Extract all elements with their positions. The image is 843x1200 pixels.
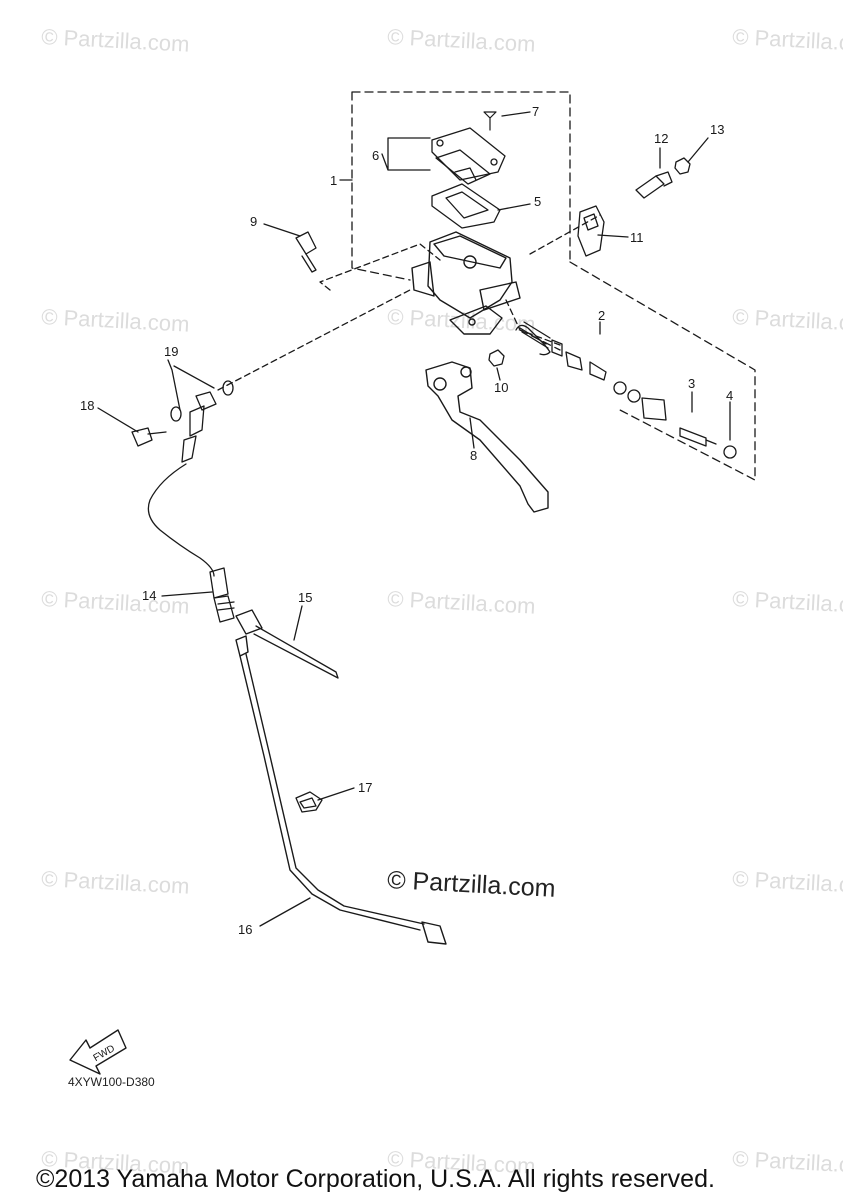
callout-12: 12 bbox=[654, 131, 668, 146]
callout-7: 7 bbox=[532, 104, 539, 119]
callout-4: 4 bbox=[726, 388, 733, 403]
copper-washers bbox=[170, 380, 234, 422]
callout-6: 6 bbox=[372, 148, 379, 163]
diagram-code: 4XYW100-D380 bbox=[68, 1075, 155, 1089]
clutch-pipe bbox=[235, 635, 447, 945]
holder-bolt bbox=[635, 171, 673, 199]
holder-nut bbox=[674, 157, 691, 175]
callout-14: 14 bbox=[142, 588, 156, 603]
fwd-arrow bbox=[69, 1029, 127, 1075]
handlebar-holder bbox=[577, 205, 605, 257]
copyright-notice: ©2013 Yamaha Motor Corporation, U.S.A. A… bbox=[36, 1165, 715, 1193]
callout-2: 2 bbox=[598, 308, 605, 323]
callout-13: 13 bbox=[710, 122, 724, 137]
master-cylinder-body bbox=[411, 231, 521, 335]
callout-18: 18 bbox=[80, 398, 94, 413]
callout-5: 5 bbox=[534, 194, 541, 209]
callout-9: 9 bbox=[250, 214, 257, 229]
callout-16: 16 bbox=[238, 922, 252, 937]
callout-15: 15 bbox=[298, 590, 312, 605]
callout-11: 11 bbox=[630, 230, 644, 245]
union-bolt bbox=[131, 427, 167, 447]
lever-nut bbox=[488, 349, 505, 367]
piston-kit-dashed-box bbox=[519, 261, 756, 481]
dust-cap bbox=[723, 445, 737, 459]
callout-10: 10 bbox=[494, 380, 508, 395]
callout-3: 3 bbox=[688, 376, 695, 391]
piston-kit bbox=[515, 321, 667, 421]
clutch-lever bbox=[425, 361, 549, 513]
reservoir-cap bbox=[431, 127, 506, 185]
cap-screw bbox=[483, 111, 497, 131]
callout-17: 17 bbox=[358, 780, 372, 795]
reservoir-gasket bbox=[431, 183, 501, 229]
hose-joint bbox=[209, 567, 235, 623]
hydraulic-hose bbox=[147, 463, 215, 577]
hose-fitting-upper bbox=[181, 391, 217, 463]
assembly-dashed-box bbox=[351, 91, 571, 281]
callout-1: 1 bbox=[330, 173, 337, 188]
cable-tie bbox=[235, 609, 339, 679]
push-rod bbox=[679, 427, 717, 447]
callout-8: 8 bbox=[470, 448, 477, 463]
banjo-bolt-upper bbox=[295, 231, 317, 273]
callout-19: 19 bbox=[164, 344, 178, 359]
pipe-clamp bbox=[295, 791, 323, 813]
